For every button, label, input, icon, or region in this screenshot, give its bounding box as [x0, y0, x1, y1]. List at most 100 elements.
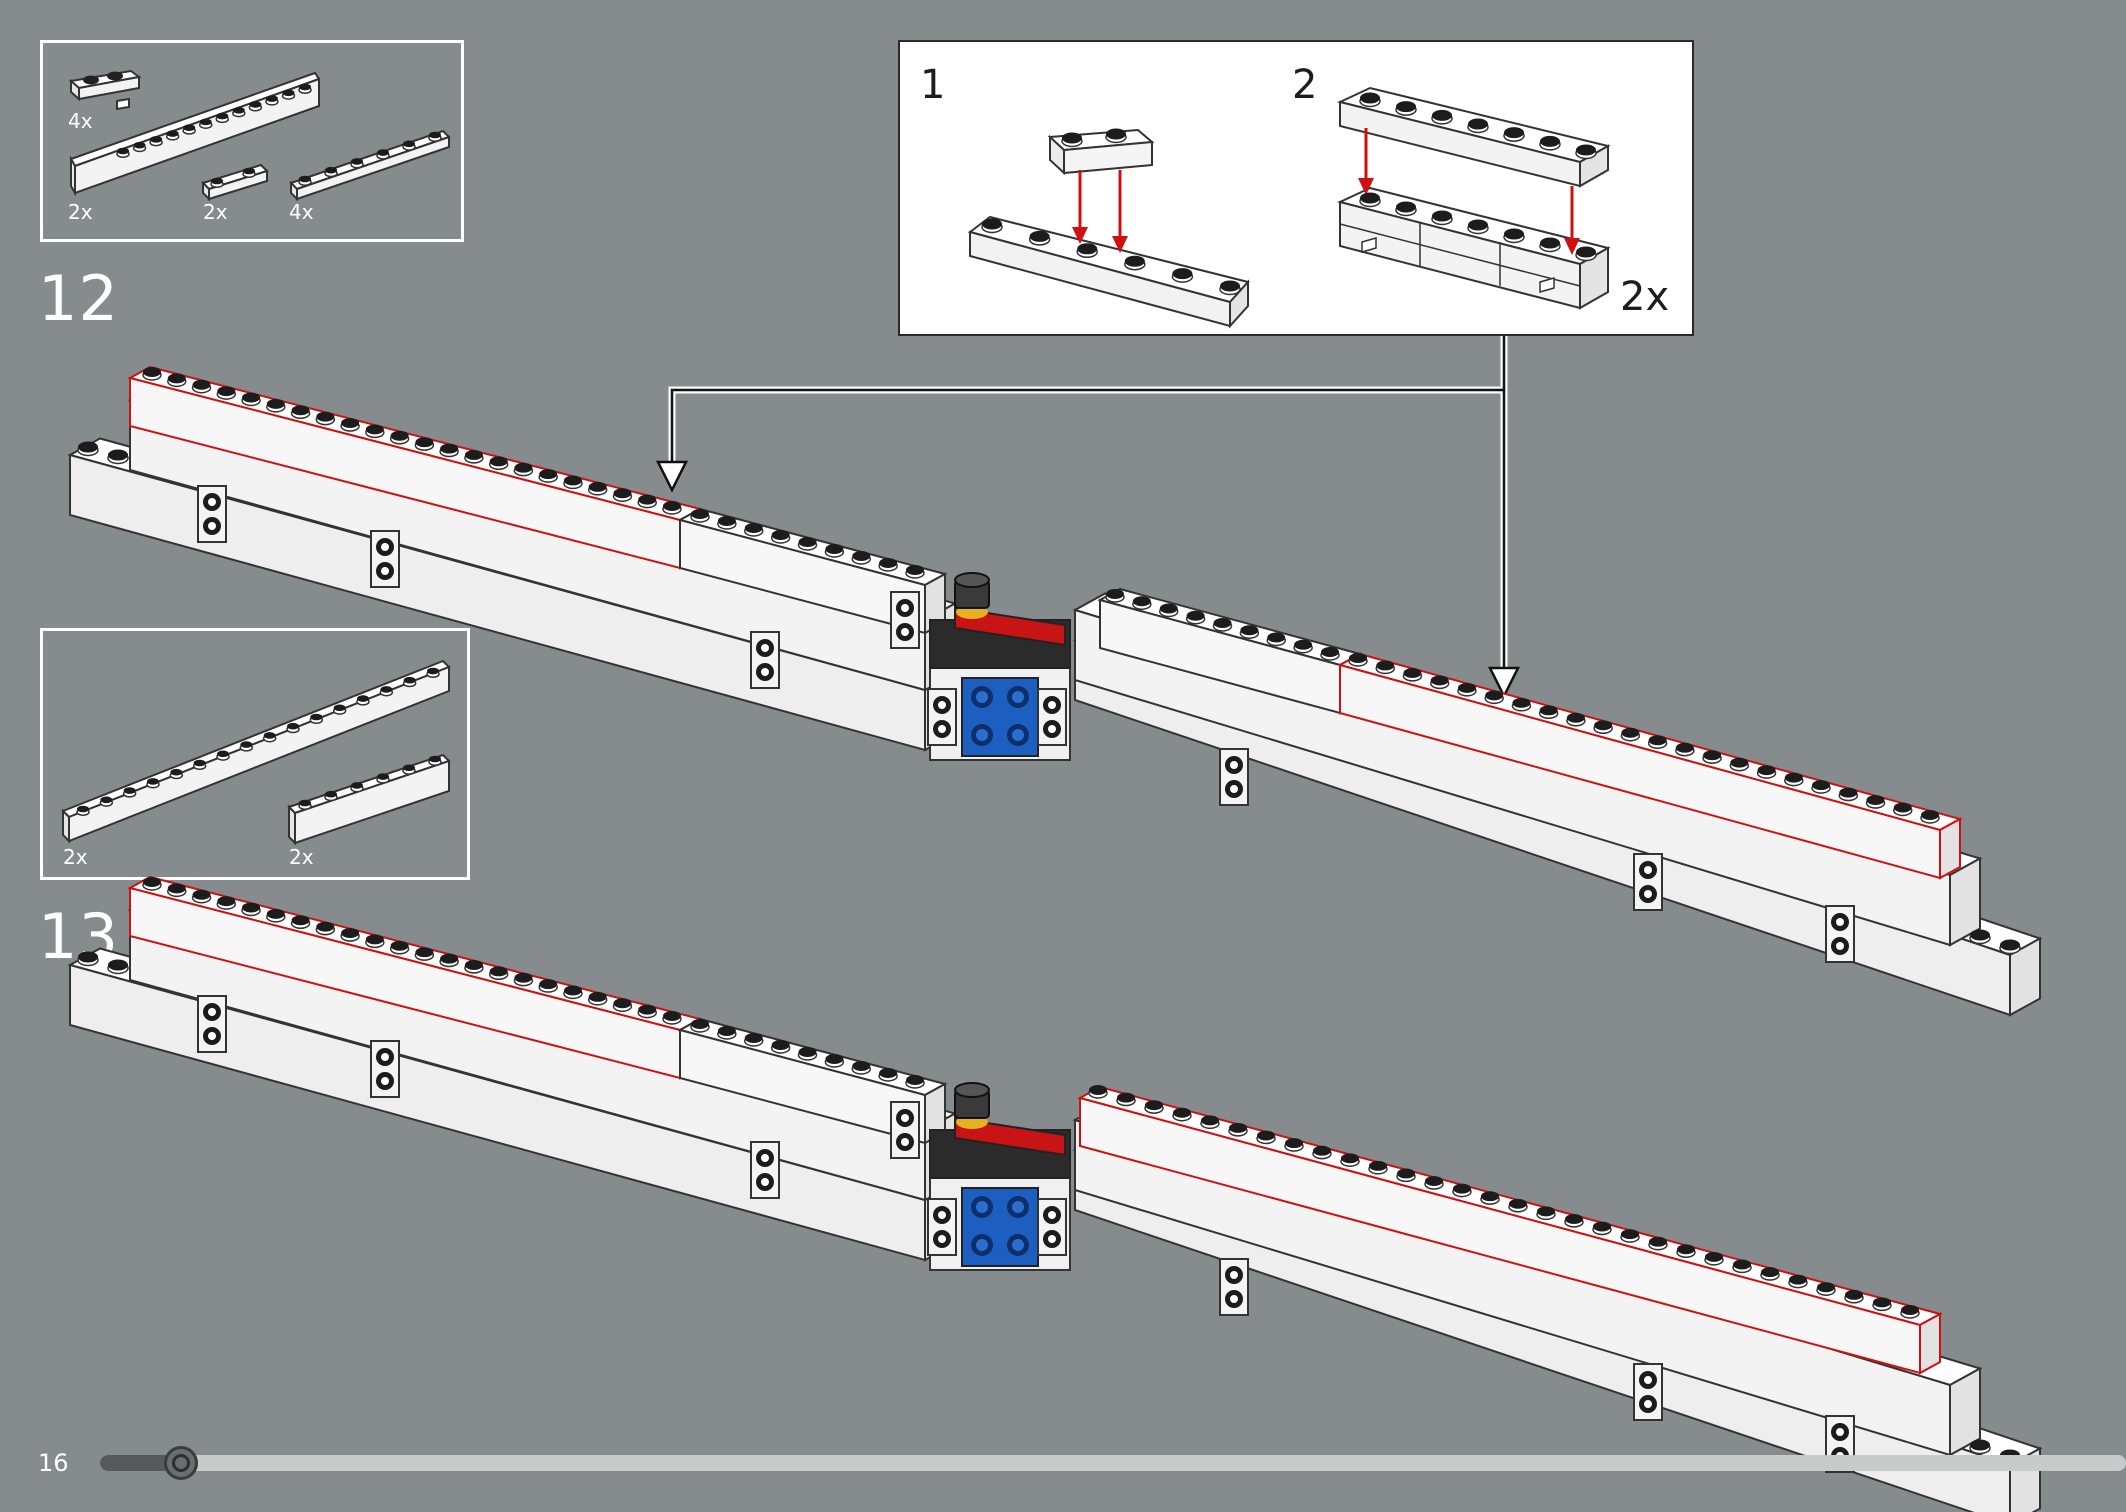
technic-hole-inner: [1230, 761, 1238, 769]
stud: [1229, 1122, 1247, 1133]
hub-stud-inner: [976, 691, 988, 703]
stud: [638, 494, 657, 505]
stud: [211, 177, 223, 185]
stud: [123, 787, 136, 794]
stud: [1893, 802, 1912, 813]
stud: [440, 443, 459, 454]
technic-hole-inner: [1644, 866, 1652, 874]
technic-hole-inner: [208, 1008, 216, 1016]
stud: [1062, 132, 1082, 144]
hub-stud-inner: [976, 1201, 988, 1213]
technic-hole-inner: [761, 1154, 769, 1162]
stud: [879, 558, 898, 568]
technic-hole-inner: [761, 668, 769, 676]
stud: [1457, 682, 1476, 693]
stud: [377, 773, 389, 780]
stud: [1360, 92, 1380, 104]
technic-hole-inner: [938, 1235, 946, 1243]
technic-hole-inner: [1644, 1376, 1652, 1384]
stud: [1845, 1289, 1863, 1300]
technic-hole-inner: [1644, 1400, 1652, 1408]
stud: [825, 544, 844, 554]
stud: [1784, 772, 1803, 783]
progress-track[interactable]: [100, 1455, 2126, 1471]
stud: [192, 379, 211, 390]
stud: [1220, 280, 1240, 292]
stud: [588, 481, 607, 492]
stud: [217, 896, 236, 907]
part-qty: 2x: [68, 200, 93, 224]
stud: [1576, 144, 1596, 156]
stud: [325, 790, 337, 798]
stud: [1970, 929, 1990, 941]
stud: [1213, 618, 1232, 628]
part-qty: 4x: [289, 200, 314, 224]
part-qty: 4x: [68, 109, 93, 133]
technic-hole-inner: [1644, 890, 1652, 898]
stud: [1396, 101, 1416, 113]
stud: [78, 951, 98, 963]
stud: [1294, 639, 1313, 650]
stud: [357, 695, 369, 702]
stud: [133, 141, 146, 149]
stud: [1677, 1244, 1695, 1255]
substep-number: 2: [1292, 62, 1318, 108]
technic-hole-inner: [1836, 918, 1844, 926]
parts-list-step-13: 2x 2x: [40, 628, 470, 880]
stud: [78, 441, 98, 453]
stud: [879, 1068, 898, 1078]
stud: [1376, 660, 1395, 671]
stud: [403, 140, 415, 148]
part-qty: 2x: [63, 845, 88, 869]
stud: [291, 915, 310, 926]
stud: [1540, 237, 1560, 249]
stud: [1432, 210, 1452, 222]
technic-hole-inner: [938, 725, 946, 733]
stud: [266, 908, 285, 919]
right-base-end: [2009, 936, 2041, 1017]
stud: [265, 95, 278, 102]
step-number: 12: [38, 262, 119, 335]
progress-knob[interactable]: [164, 1446, 198, 1480]
stud: [299, 175, 311, 183]
stud: [150, 136, 163, 143]
part-qty: 2x: [289, 845, 314, 869]
stud: [1117, 1092, 1135, 1103]
hub-stud-inner: [1012, 1239, 1024, 1251]
hub-black-stud-top: [954, 1082, 990, 1098]
technic-hole-inner: [1048, 701, 1056, 709]
step-13-model: [67, 875, 2043, 1512]
stud: [906, 1075, 924, 1085]
stud: [1593, 1221, 1611, 1232]
stud: [539, 979, 558, 990]
stud: [143, 367, 161, 377]
right-wall-end: [1949, 1366, 1981, 1457]
technic-hole-inner: [901, 1138, 909, 1146]
stud: [744, 523, 763, 533]
stud: [282, 89, 295, 97]
stud: [1341, 1153, 1359, 1164]
stud: [143, 877, 161, 887]
stud: [427, 667, 439, 675]
stud: [429, 755, 441, 763]
stud: [193, 759, 206, 767]
hub-stud-inner: [1012, 729, 1024, 741]
progress-fill: [100, 1455, 181, 1471]
stud: [216, 112, 229, 120]
technic-hole-inner: [381, 543, 389, 551]
technic-hole-inner: [761, 644, 769, 652]
stud: [663, 501, 681, 511]
substep-1-arrows: [1072, 170, 1128, 253]
technic-hole-inner: [901, 604, 909, 612]
stud: [1873, 1297, 1891, 1308]
stud: [1649, 1236, 1667, 1247]
hub-stud-inner: [976, 729, 988, 741]
stud: [1106, 128, 1126, 140]
stud: [464, 960, 483, 970]
stud: [390, 940, 409, 951]
hub-blue-plate: [961, 1187, 1039, 1267]
hub-stud-inner: [1012, 1201, 1024, 1213]
stud: [183, 124, 196, 132]
stud: [489, 966, 508, 977]
